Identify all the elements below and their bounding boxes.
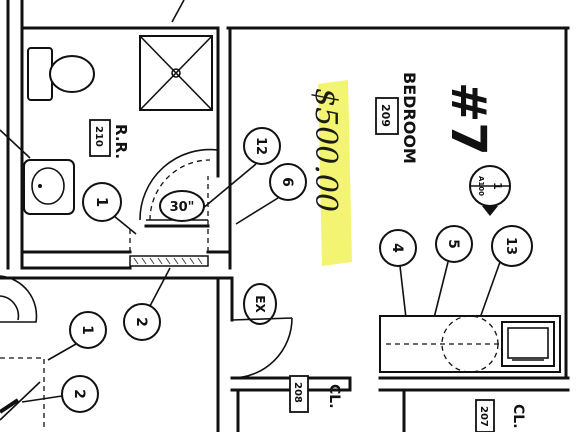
toilet-fixture: [27, 47, 95, 101]
closet-207-code: 207: [478, 406, 489, 427]
bedroom-casework: [379, 315, 561, 373]
threshold-strip: [129, 255, 209, 267]
svg-text:1: 1: [93, 197, 111, 207]
svg-text:13: 13: [503, 237, 518, 255]
restroom-name: R.R.: [112, 124, 130, 159]
callout-ex: EX: [243, 283, 277, 325]
leader-sink: [0, 129, 31, 159]
svg-text:A100: A100: [477, 176, 485, 196]
callout-1-restroom: 1: [82, 182, 137, 235]
bedroom-number: #7: [440, 82, 496, 156]
callout-4: 4: [379, 229, 417, 319]
bedroom-code-box: [375, 97, 399, 135]
sink-fixture: [23, 159, 75, 215]
bedroom-code: 209: [379, 104, 392, 127]
callout-12: 12: [195, 127, 281, 215]
closet-207-name: CL.: [510, 404, 526, 429]
restroom-code: 210: [93, 126, 104, 147]
highlighter-mark: [318, 80, 352, 266]
svg-text:12: 12: [253, 137, 268, 155]
svg-text:5: 5: [445, 239, 461, 249]
callout-2-lower: 2: [21, 375, 99, 413]
callout-6: 6: [235, 163, 307, 225]
restroom-code-box: [89, 119, 111, 157]
left-door-partial: [0, 275, 38, 323]
section-marker: 1 A100: [469, 165, 511, 216]
closet-208-name: CL.: [326, 384, 342, 409]
closet-208-code: 208: [292, 382, 303, 403]
closet-208-code-box: [289, 375, 309, 413]
handwritten-price: $500.00: [308, 88, 343, 212]
callout-30in: 30": [159, 190, 205, 222]
svg-text:30": 30": [170, 200, 195, 215]
restroom-door: [139, 148, 219, 221]
shower-fixture: [139, 35, 213, 111]
callout-1-hall: 1: [47, 311, 107, 361]
leader-top: [171, 0, 185, 23]
closet-207-code-box: [475, 399, 495, 432]
svg-text:2: 2: [133, 317, 149, 327]
svg-text:2: 2: [71, 389, 87, 399]
svg-text:4: 4: [389, 243, 405, 253]
callout-13: 13: [479, 225, 533, 319]
callout-2-hall: 2: [123, 267, 171, 341]
svg-text:1: 1: [491, 182, 504, 190]
bedroom-name: BEDROOM: [400, 72, 419, 164]
svg-text:6: 6: [279, 177, 295, 187]
svg-text:EX: EX: [253, 295, 267, 313]
svg-text:1: 1: [79, 325, 95, 335]
callout-5: 5: [433, 225, 473, 319]
hall-door: [231, 317, 293, 379]
